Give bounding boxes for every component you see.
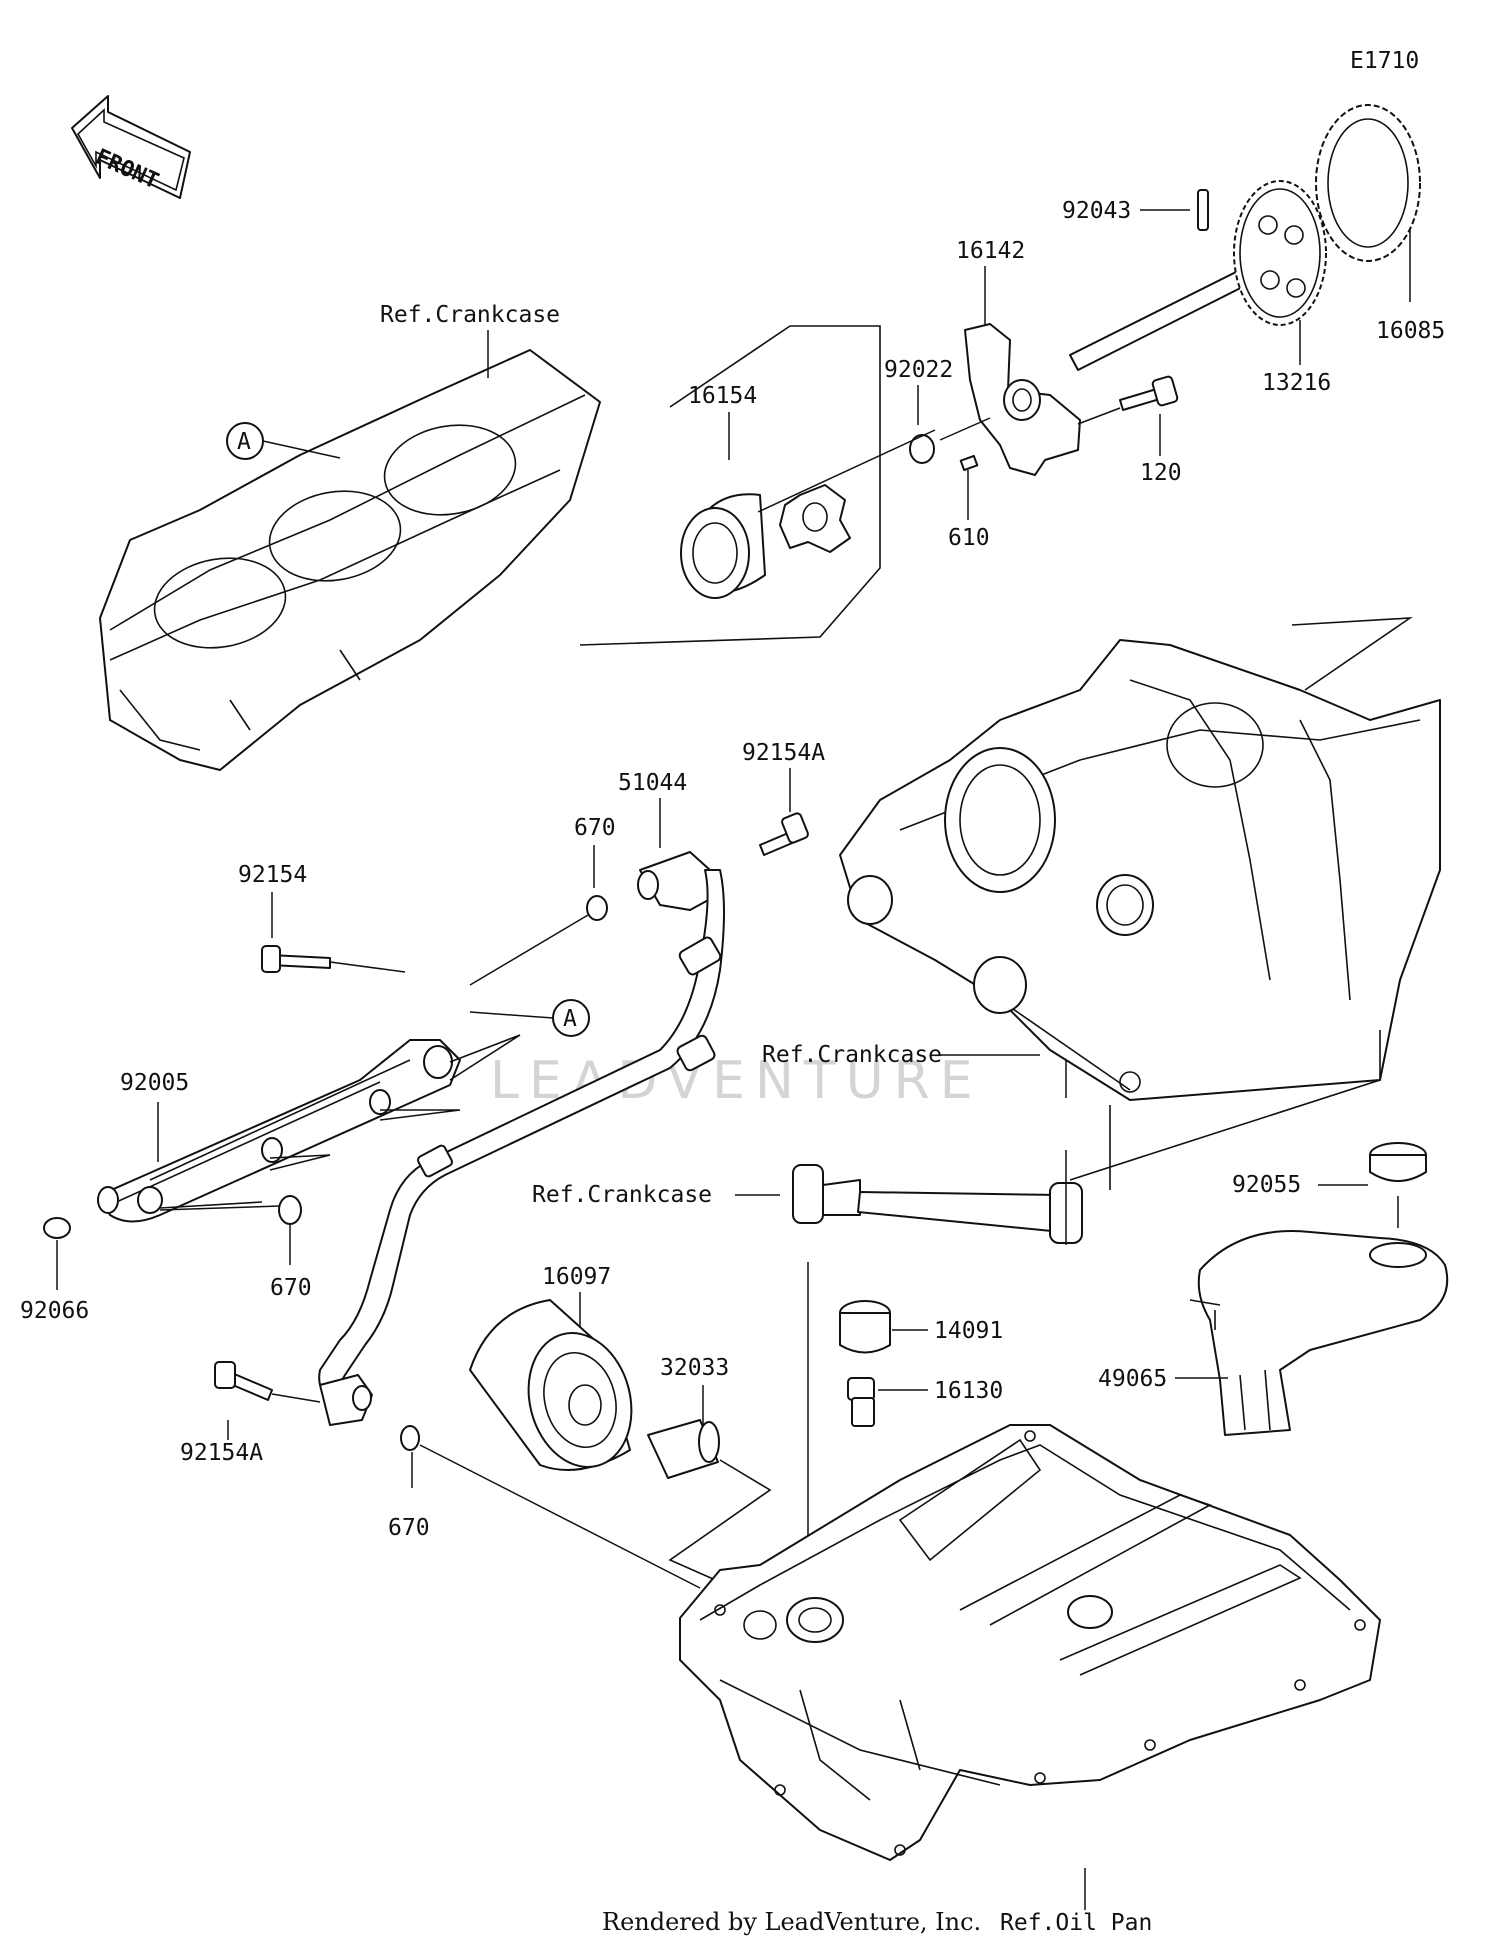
label-92055: 92055 [1232,1172,1301,1198]
callout-a-mid: A [552,999,590,1037]
pump-outer-rotor [680,493,766,599]
callout-a-top: A [226,422,264,460]
pump-washer [909,434,935,464]
crankcase [839,639,1441,1101]
strainer-seal-92055 [1369,1142,1427,1182]
oil-pan [679,1424,1381,1861]
label-92066: 92066 [20,1298,89,1324]
relief-pipe [792,1164,1083,1244]
dowel-pin [959,454,979,472]
ring-gear [1315,104,1421,262]
label-16130: 16130 [934,1378,1003,1404]
label-16097: 16097 [542,1264,611,1290]
pump-drive-gear [1233,180,1327,326]
cap-92066 [43,1217,71,1239]
label-92005: 92005 [120,1070,189,1096]
pump-inner-rotor [779,484,851,553]
label-670-top: 670 [574,815,616,841]
pipe-end-fitting [319,1374,373,1426]
label-ref-crankcase-right: Ref.Crankcase [762,1042,942,1068]
label-92154: 92154 [238,862,307,888]
label-670-bot: 670 [388,1515,430,1541]
label-670-mid: 670 [270,1275,312,1301]
pipe-bolt-top [759,812,809,856]
label-ref-oil-pan: Ref.Oil Pan [1000,1910,1152,1936]
filter-guide [668,1459,772,1583]
o-ring-670-bot [400,1425,420,1451]
o-ring-670-mid [278,1195,302,1225]
label-92154A-top: 92154A [742,740,825,766]
oil-strainer-49065 [1189,1230,1449,1436]
label-92043: 92043 [1062,198,1131,224]
label-13216: 13216 [1262,370,1331,396]
oil-filter [469,1299,633,1471]
rail-guide-lines [159,1034,521,1209]
pump-cover [964,323,1081,476]
label-32033: 32033 [660,1355,729,1381]
svg-text:A: A [563,1006,577,1032]
pump-bolt [1119,375,1179,411]
label-51044: 51044 [618,770,687,796]
pump-group-bracket [579,325,881,646]
crankcase-guide-bottom [1069,1030,1381,1190]
label-49065: 49065 [1098,1366,1167,1392]
pipe-fitting-51044 [637,851,713,911]
label-16142: 16142 [956,238,1025,264]
label-ref-crankcase-top: Ref.Crankcase [380,302,560,328]
bolt-92154 [261,945,331,973]
label-610: 610 [948,525,990,551]
label-120: 120 [1140,460,1182,486]
label-92154A-bot: 92154A [180,1440,263,1466]
pipe-bolt-bottom [214,1361,273,1401]
label-ref-crankcase-mid: Ref.Crankcase [532,1182,712,1208]
o-ring-670-top [586,895,608,921]
oil-cooler-rail [97,1039,461,1223]
label-14091: 14091 [934,1318,1003,1344]
cylinder-block [99,349,601,771]
front-arrow-icon: FRONT [71,95,191,199]
label-16154: 16154 [688,383,757,409]
svg-text:A: A [237,429,251,455]
label-16085: 16085 [1376,318,1445,344]
shaft-pin [1197,189,1209,231]
filter-nipple [647,1419,720,1479]
footer-credit: Rendered by LeadVenture, Inc. [602,1908,981,1936]
plug-16130 [847,1377,875,1427]
crankcase-guide-top [1291,617,1413,691]
label-92022: 92022 [884,357,953,383]
spacer-14091 [839,1300,891,1354]
diagram-id: E1710 [1350,48,1419,74]
